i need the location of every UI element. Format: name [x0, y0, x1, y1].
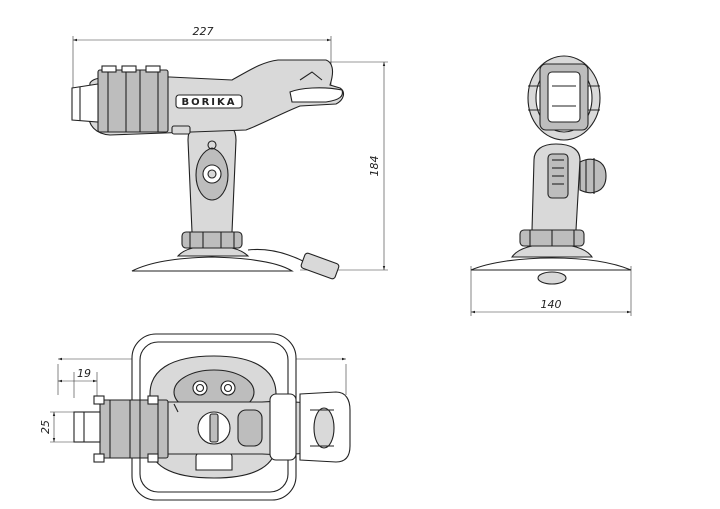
swivel-collar	[181, 231, 243, 249]
base-plate	[131, 256, 294, 272]
side-view: 227 184 BORI	[71, 25, 388, 280]
dimension-label-19: 19	[77, 367, 91, 380]
front-view: 140	[470, 55, 632, 316]
leash-clip	[300, 252, 340, 280]
dimension-label-140: 140	[541, 298, 562, 311]
top-view: 242 19 25	[39, 333, 351, 501]
brand-label: BORIKA	[181, 97, 236, 108]
base-plate-front	[470, 257, 632, 271]
dimension-label-184: 184	[368, 156, 381, 177]
dimension-label-25: 25	[39, 420, 52, 434]
brand-plate	[175, 94, 243, 109]
dimension-label-227: 227	[193, 25, 214, 38]
end-cap-top	[73, 411, 101, 443]
lock-knob-front[interactable]	[579, 158, 607, 194]
clip-front	[537, 271, 567, 285]
